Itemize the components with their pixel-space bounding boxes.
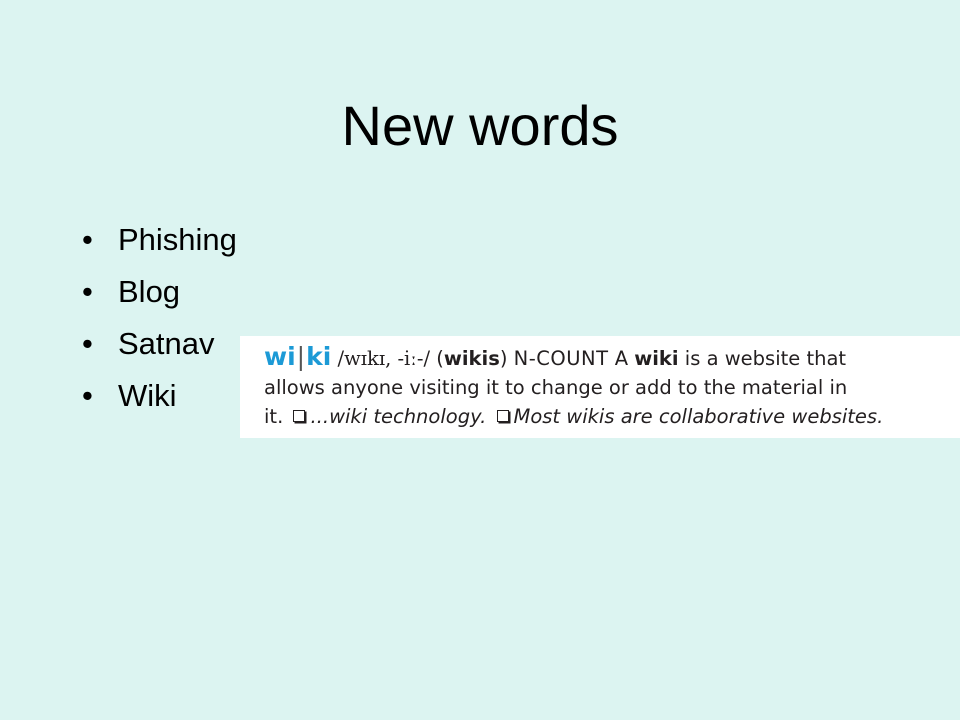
dictionary-line-3: it. ...wiki technology. Most wikis are c… bbox=[264, 402, 948, 431]
bullet-item-satnav: • Satnav bbox=[82, 318, 237, 370]
bullet-icon: • bbox=[82, 378, 93, 413]
definition-line-2: allows anyone visiting it to change or a… bbox=[264, 376, 848, 399]
slide-title: New words bbox=[341, 94, 619, 157]
dictionary-plural: wikis bbox=[443, 347, 500, 370]
bullet-icon: • bbox=[82, 274, 93, 309]
example-box-icon bbox=[293, 410, 306, 422]
headword-syllable-1: wi bbox=[264, 342, 296, 371]
bullet-item-wiki: • Wiki bbox=[82, 370, 237, 422]
plural-open: ( bbox=[436, 347, 444, 370]
dictionary-headword: wi|ki bbox=[264, 342, 331, 371]
bullet-text: Satnav bbox=[118, 326, 215, 361]
dictionary-entry-image: wi|ki /wɪkɪ, -iː-/ (wikis) N-COUNT A wik… bbox=[240, 336, 960, 438]
syllable-divider: | bbox=[296, 342, 306, 371]
definition-term: wiki bbox=[634, 347, 679, 370]
bullet-item-blog: • Blog bbox=[82, 266, 237, 318]
bullet-text: Wiki bbox=[118, 378, 177, 413]
definition-line-3: it. bbox=[264, 405, 284, 428]
dictionary-example-1: ...wiki technology. bbox=[310, 405, 487, 428]
bullet-text: Phishing bbox=[118, 222, 237, 257]
example-box-icon bbox=[496, 410, 509, 422]
bullet-text: Blog bbox=[118, 274, 181, 309]
bullet-item-phishing: • Phishing bbox=[82, 214, 237, 266]
definition-article: A bbox=[614, 347, 629, 370]
definition-line-1: is a website that bbox=[684, 347, 847, 370]
dictionary-line-1: wi|ki /wɪkɪ, -iː-/ (wikis) N-COUNT A wik… bbox=[264, 342, 948, 373]
dictionary-part-of-speech: N-COUNT bbox=[513, 347, 609, 370]
bullet-icon: • bbox=[82, 326, 93, 361]
headword-syllable-2: ki bbox=[306, 342, 332, 371]
bullet-list: • Phishing • Blog • Satnav • Wiki bbox=[82, 214, 237, 422]
dictionary-example-2: Most wikis are collaborative websites. bbox=[513, 405, 884, 428]
bullet-icon: • bbox=[82, 222, 93, 257]
plural-close: ) bbox=[499, 347, 508, 370]
dictionary-pronunciation: /wɪkɪ, -iː-/ bbox=[337, 347, 431, 370]
